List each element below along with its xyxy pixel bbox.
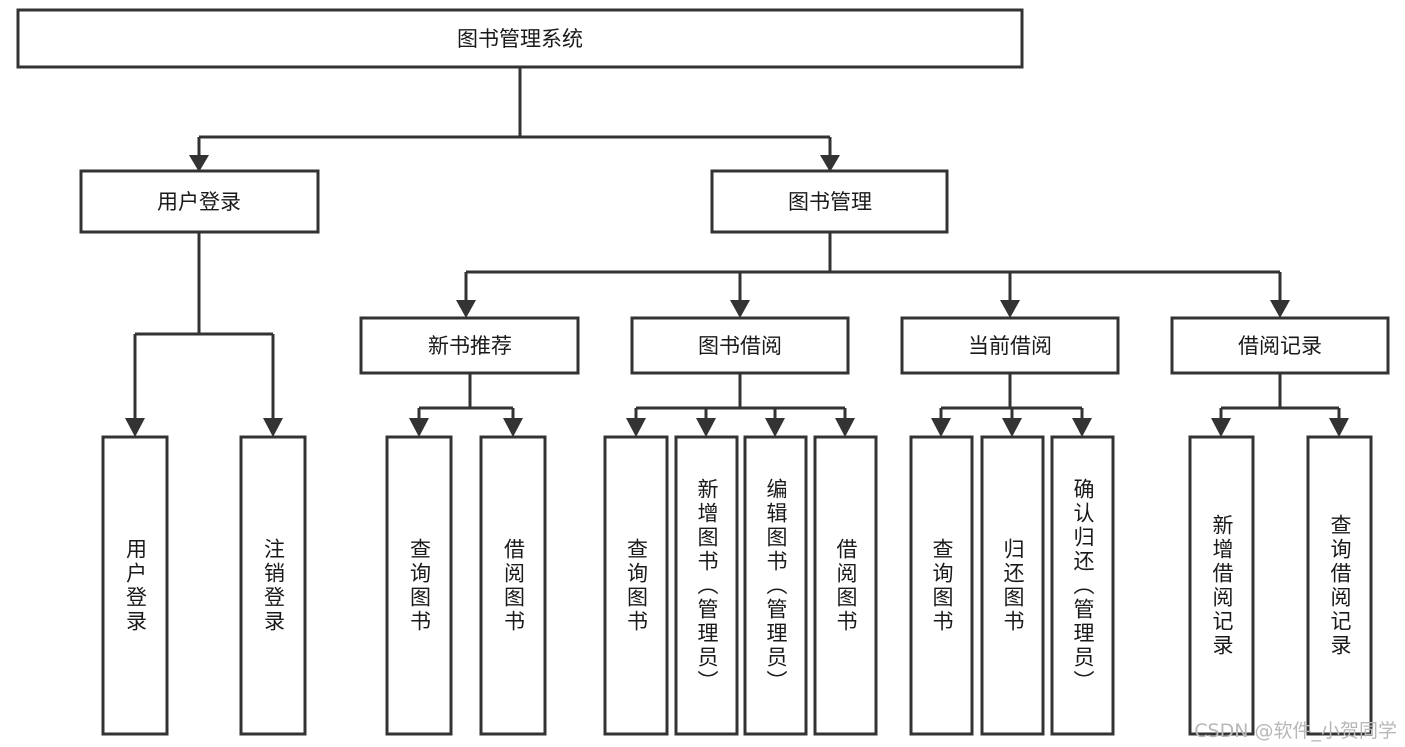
arrow-leaf-cb-return [1002, 418, 1022, 437]
csdn-watermark: CSDN @软件_小贺同学 [1194, 720, 1397, 742]
leaf-box-logout-login[interactable] [239, 435, 307, 736]
node-book-management-box[interactable] [710, 169, 949, 234]
leaf-box-nbr-borrow-book[interactable] [479, 435, 547, 736]
connector-group-root [189, 67, 840, 172]
connector-group-new-book-rec [409, 373, 523, 437]
node-book-management-label: 图书管理 [788, 190, 872, 214]
connector-group-book-mgmt [456, 232, 1290, 318]
leaf-box-cb-confirm-return[interactable] [1050, 435, 1115, 736]
node-current-borrow-box[interactable] [900, 316, 1120, 375]
arrow-leaf-br-query [1329, 418, 1349, 437]
node-book-borrow-box[interactable] [630, 316, 850, 375]
arrow-to-new-book-rec [456, 300, 476, 318]
arrow-leaf-user-login [125, 418, 145, 437]
arrow-leaf-nbr-borrow [503, 418, 523, 437]
arrow-leaf-bb-borrow [835, 418, 855, 437]
leaf-box-cb-query-book[interactable] [909, 435, 974, 736]
node-root-box[interactable] [16, 8, 1024, 69]
leaf-box-bb-query-book[interactable] [603, 435, 669, 736]
node-user-login-label: 用户登录 [157, 190, 241, 214]
arrow-leaf-logout-login [263, 418, 283, 437]
leaf-box-br-query-record[interactable] [1306, 435, 1373, 736]
node-new-book-recommend-label: 新书推荐 [428, 334, 512, 358]
arrow-to-borrow-record [1270, 300, 1290, 318]
leaf-box-bb-add-book[interactable] [674, 435, 739, 736]
arrow-leaf-nbr-query [409, 418, 429, 437]
arrow-leaf-cb-confirm [1072, 418, 1092, 437]
leaf-box-nbr-query-book[interactable] [385, 435, 453, 736]
arrow-to-user-login [189, 155, 209, 172]
arrow-leaf-cb-query [931, 418, 951, 437]
arrow-to-book-borrow [730, 300, 750, 318]
connector-group-borrow-record [1211, 373, 1349, 437]
arrow-leaf-bb-query [626, 418, 646, 437]
arrow-to-book-mgmt [820, 155, 840, 172]
arrow-leaf-bb-edit [765, 418, 785, 437]
arrow-to-current-borrow [1000, 300, 1020, 318]
leaf-box-bb-borrow-book[interactable] [813, 435, 878, 736]
arrow-leaf-bb-add [696, 418, 716, 437]
node-borrow-record-label: 借阅记录 [1238, 334, 1322, 358]
connector-group-book-borrow [626, 373, 855, 437]
leaf-box-user-login[interactable] [101, 435, 169, 736]
connector-group-user-login [125, 232, 283, 437]
node-book-borrow-label: 图书借阅 [698, 334, 782, 358]
connector-group-current-borrow [931, 373, 1092, 437]
node-borrow-record-box[interactable] [1170, 316, 1390, 375]
leaf-box-cb-return-book[interactable] [980, 435, 1045, 736]
node-root-label: 图书管理系统 [457, 27, 583, 51]
arrow-leaf-br-add [1211, 418, 1231, 437]
leaf-box-bb-edit-book[interactable] [743, 435, 808, 736]
node-user-login-box[interactable] [79, 169, 320, 234]
leaf-box-br-add-record[interactable] [1188, 435, 1255, 736]
node-current-borrow-label: 当前借阅 [968, 334, 1052, 358]
node-new-book-recommend-box[interactable] [359, 316, 580, 375]
